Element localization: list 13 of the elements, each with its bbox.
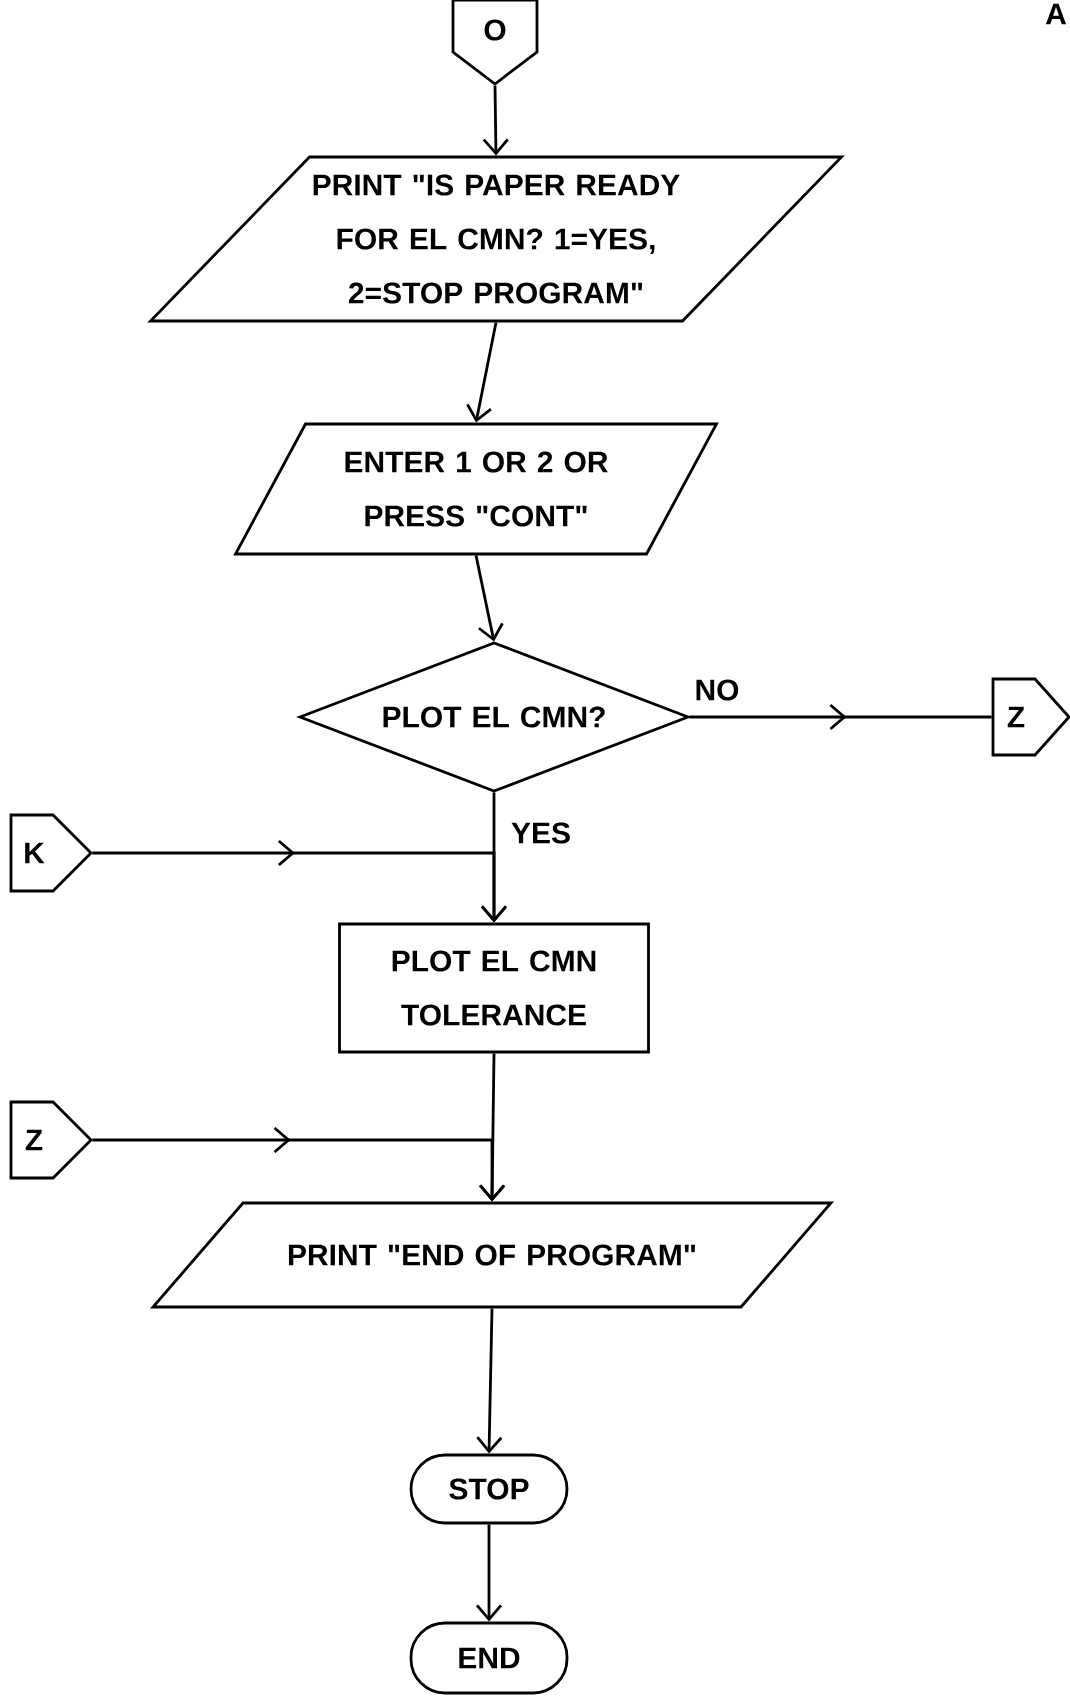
arrow	[476, 1308, 503, 1454]
edge-label: NO	[692, 677, 742, 703]
arrow	[474, 555, 504, 642]
arrow	[482, 85, 509, 156]
edge-label: YES	[509, 820, 573, 846]
process-box: PLOT EL CMN TOLERANCE	[338, 922, 650, 1054]
terminator-box: STOP	[409, 1453, 569, 1525]
page-label: A	[1045, 3, 1067, 25]
arrow	[466, 322, 498, 423]
arrow	[92, 839, 508, 923]
terminator-box: END	[409, 1621, 569, 1695]
arrow	[92, 1126, 506, 1202]
arrow	[475, 1524, 503, 1622]
